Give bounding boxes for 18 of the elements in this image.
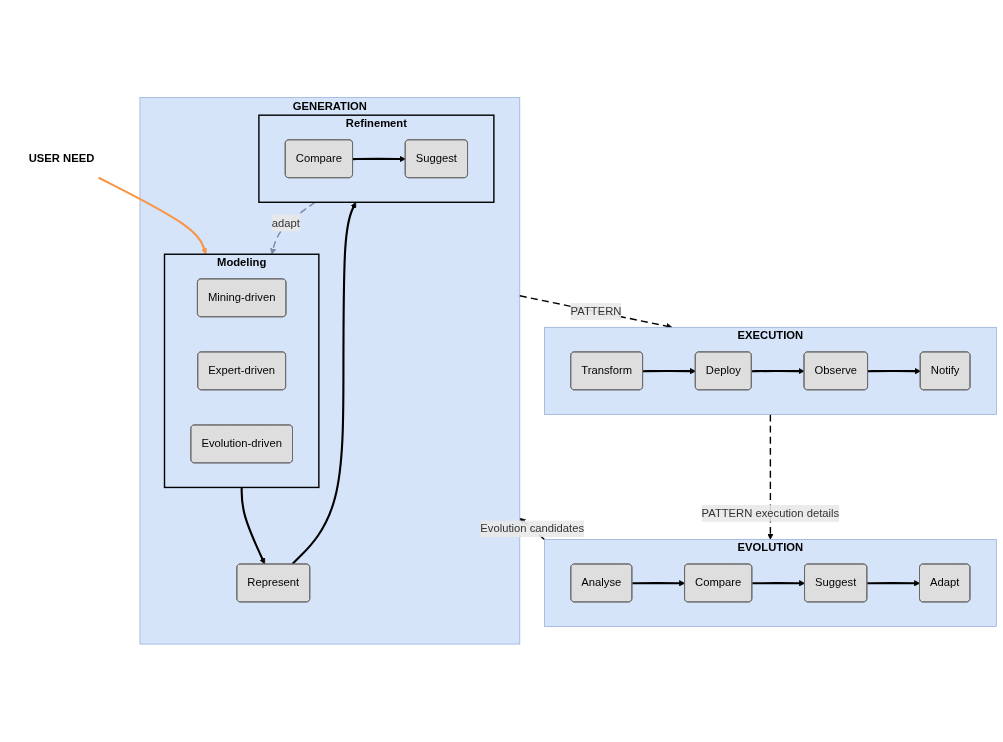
arrow bbox=[352, 156, 406, 163]
node-text: USER NEED bbox=[28, 152, 94, 165]
arrow bbox=[240, 487, 265, 565]
arrow bbox=[97, 176, 207, 255]
arrow bbox=[631, 580, 685, 587]
arrow bbox=[867, 368, 921, 375]
arrow bbox=[766, 413, 773, 540]
edge-label: adapt bbox=[271, 216, 300, 229]
arrow bbox=[751, 368, 805, 375]
arrow bbox=[751, 580, 805, 587]
arrow bbox=[291, 202, 356, 565]
arrow bbox=[269, 201, 316, 255]
edge-label: PATTERN bbox=[570, 305, 621, 318]
arrow bbox=[519, 518, 545, 541]
arrow bbox=[642, 368, 696, 375]
edge-label: PATTERN execution details bbox=[701, 507, 839, 520]
edge-label: Evolution candidates bbox=[479, 522, 584, 535]
arrow bbox=[866, 580, 920, 587]
